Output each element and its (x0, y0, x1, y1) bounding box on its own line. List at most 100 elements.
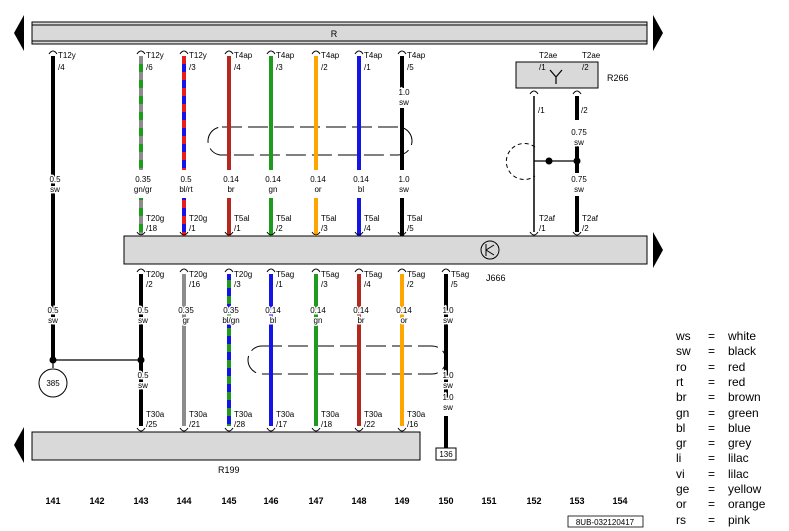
box-136 (435, 447, 457, 461)
wire-141 (51, 56, 55, 360)
pin-label: /4 (58, 63, 65, 72)
legend-eq: = (708, 482, 716, 496)
connector-label: T30a (189, 410, 208, 419)
connector-label: T12y (189, 51, 207, 60)
arrow-right-icon (653, 232, 663, 268)
wire-size: 0.14 (353, 175, 369, 184)
wire-143-bot (139, 274, 143, 426)
pin-label: /1 (539, 63, 546, 72)
legend-code: ws (676, 329, 691, 343)
pin-label: /1 (276, 280, 283, 289)
connector-label: T5ag (364, 270, 382, 279)
doc-number-box (567, 515, 644, 528)
wire-size: 0.14 (310, 175, 326, 184)
column-number: 142 (89, 496, 104, 506)
pin-label: /1 (189, 224, 196, 233)
connector-label: T12y (146, 51, 164, 60)
wire-143-mid (139, 198, 143, 236)
legend-eq: = (708, 359, 716, 374)
top-bus-label: R (331, 29, 338, 39)
connector-label: T30a (407, 410, 426, 419)
wire-145-mid (227, 198, 231, 236)
wire-size: 1.0 (442, 371, 454, 380)
wire-149-mid1 (400, 108, 404, 170)
wire-size: 0.5 (137, 306, 149, 315)
wire-size: 0.14 (353, 306, 369, 315)
pin-label: /2 (582, 63, 589, 72)
connector-label: T12y (58, 51, 76, 60)
legend-meaning: blue (728, 420, 751, 435)
wire-color: sw (138, 381, 148, 390)
wire-color: or (400, 316, 407, 325)
wire-size: 0.5 (180, 175, 192, 184)
wire-145-bot (227, 274, 231, 426)
legend-code: li (676, 451, 682, 466)
legend-meaning: brown (728, 390, 761, 405)
wire-color: gn (314, 316, 323, 325)
wire-size: 0.5 (47, 306, 59, 315)
r266-component: R266 (515, 61, 629, 89)
connector-label: T2af (582, 214, 599, 223)
pin-label: /16 (189, 280, 201, 289)
legend-meaning: red (728, 374, 746, 389)
connector-label: T4ap (364, 51, 383, 60)
wire-color: sw (574, 185, 584, 194)
wire-144-mid (182, 198, 186, 236)
legend-eq: = (708, 436, 716, 451)
legend-eq: = (708, 405, 716, 420)
legend-meaning: grey (728, 436, 752, 451)
legend-meaning: red (728, 359, 746, 374)
wire-150-a (444, 274, 448, 398)
wire-color: sw (48, 316, 58, 325)
wire-147-mid (314, 198, 318, 236)
wire-145-top (227, 56, 231, 170)
column-number: 150 (438, 496, 453, 506)
r199-component: R199 (14, 427, 421, 475)
wire-size: 1.0 (442, 306, 454, 315)
connector-label: T30a (146, 410, 165, 419)
connector-label: T5ag (276, 270, 294, 279)
connector-label: T2ae (582, 51, 601, 60)
wire-153-a (575, 96, 579, 120)
transistor-symbol-icon (480, 240, 500, 260)
pin-label: /1 (539, 224, 546, 233)
pin-label: /5 (451, 280, 458, 289)
column-number: 141 (45, 496, 60, 506)
pin-label: /3 (276, 63, 283, 72)
wire-color: br (227, 185, 234, 194)
connector-label: T20g (189, 214, 207, 223)
pin-label: /18 (146, 224, 158, 233)
column-number: 151 (481, 496, 496, 506)
connector-label: T20g (234, 270, 252, 279)
legend-meaning: orange (728, 497, 766, 512)
pin-label: /3 (234, 280, 241, 289)
wire-143-top (139, 56, 143, 170)
legend-eq: = (708, 497, 716, 512)
pin-label: /2 (581, 106, 588, 115)
legend-eq: = (708, 344, 716, 359)
legend-eq: = (708, 466, 716, 481)
pin-label: /3 (321, 280, 328, 289)
connector-label: T5al (234, 214, 250, 223)
legend-code: rt (676, 374, 684, 389)
connector-label: T30a (364, 410, 383, 419)
wire-color: sw (443, 403, 453, 412)
wire-144-bot (182, 274, 186, 426)
wire-size: 0.35 (135, 175, 151, 184)
connector-label: T2af (539, 214, 556, 223)
wire-size: 0.14 (396, 306, 412, 315)
pin-label: /5 (407, 224, 414, 233)
wire-color: bl (358, 185, 364, 194)
wire-size: 1.0 (398, 175, 410, 184)
shield-r266 (505, 143, 536, 180)
doc-number: 8UB-032120417 (576, 518, 635, 527)
antenna-icon (549, 69, 563, 84)
pin-label: /4 (364, 224, 371, 233)
connector-label: T5ag (407, 270, 425, 279)
wire-144-top (182, 56, 186, 170)
wire-148-mid (357, 198, 361, 236)
wire-color: sw (443, 381, 453, 390)
pin-label: /16 (407, 420, 419, 429)
wire-color: sw (138, 316, 148, 325)
